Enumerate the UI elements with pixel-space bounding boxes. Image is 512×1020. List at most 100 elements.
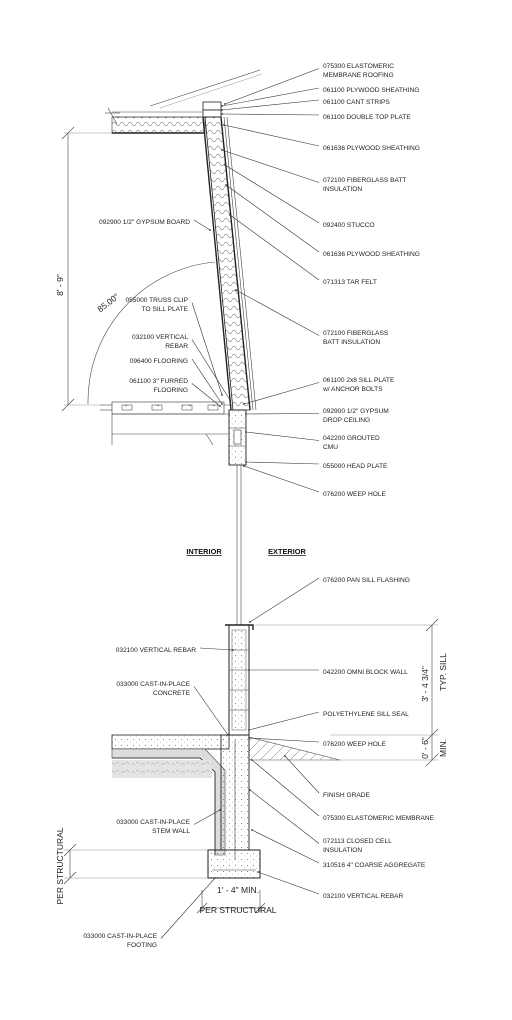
leader-line bbox=[221, 113, 320, 116]
callout-label: 092900 1/2" GYPSUM bbox=[323, 408, 389, 415]
callout-label: TO SILL PLATE bbox=[142, 306, 189, 313]
interior-heading: INTERIOR bbox=[186, 547, 222, 556]
callout-label: 072113 CLOSED CELL bbox=[323, 838, 392, 845]
callout-r8: 061636 PLYWOOD SHEATHING bbox=[225, 184, 420, 258]
leader-line bbox=[249, 577, 320, 623]
leader-arrow bbox=[224, 103, 226, 105]
leader-arrow bbox=[251, 829, 253, 831]
callout-r10: 072100 FIBERGLASS BATT INSULATION bbox=[235, 289, 389, 346]
leader-arrow bbox=[229, 399, 231, 401]
callout-r3: 061100 CANT STRIPS bbox=[221, 99, 390, 111]
callout-label: 096400 FLOORING bbox=[130, 358, 188, 365]
callout-r24: 032100 VERTICAL REBAR bbox=[257, 871, 404, 900]
callout-r2: 061100 PLYWOOD SHEATHING bbox=[221, 87, 419, 107]
leader-arrow bbox=[219, 405, 221, 407]
leader-arrow bbox=[248, 737, 250, 739]
callout-label: 072100 FIBERGLASS BATT bbox=[323, 177, 406, 184]
callout-r7: 092400 STUCCO bbox=[224, 164, 375, 229]
callout-label: 055000 TRUSS CLIP bbox=[125, 297, 188, 304]
leader-line bbox=[193, 219, 211, 231]
leader-arrow bbox=[219, 809, 221, 811]
leader-line bbox=[248, 737, 320, 743]
callout-r15: 076200 WEEP HOLE bbox=[243, 465, 387, 498]
leader-line bbox=[243, 382, 320, 405]
leader-line bbox=[191, 383, 221, 407]
wall-height-text: 8' - 9" bbox=[55, 274, 65, 296]
callout-label: w/ ANCHOR BOLTS bbox=[322, 386, 383, 393]
callout-label: 033000 CAST-IN-PLACE bbox=[116, 681, 190, 688]
leader-line bbox=[251, 829, 320, 864]
footing-width-dimension bbox=[196, 890, 266, 914]
leader-arrow bbox=[221, 113, 223, 115]
leader-line bbox=[224, 68, 320, 105]
callout-label: STEM WALL bbox=[152, 828, 190, 835]
callout-label: BATT INSULATION bbox=[323, 339, 380, 346]
callout-label: 061100 PLYWOOD SHEATHING bbox=[323, 87, 419, 94]
callout-r17: 042200 OMNI BLOCK WALL bbox=[248, 669, 408, 676]
callout-label: 042200 GROUTED bbox=[323, 435, 380, 442]
leader-arrow bbox=[221, 149, 223, 151]
per-structural-vertical-dimension bbox=[63, 843, 208, 885]
floor-assembly bbox=[100, 401, 233, 446]
callout-label: POLYETHYLENE SILL SEAL bbox=[323, 711, 409, 718]
leader-line bbox=[245, 413, 320, 415]
callout-r14: 055000 HEAD PLATE bbox=[245, 461, 388, 470]
roof-assembly bbox=[105, 69, 263, 134]
leader-line bbox=[225, 184, 320, 253]
callout-label: 076200 WEEP HOLE bbox=[323, 491, 387, 498]
callout-label: 061100 3" FURRED bbox=[129, 378, 188, 385]
typ-sill-text: TYP. SILL bbox=[438, 653, 448, 691]
window-glazing bbox=[236, 465, 242, 625]
callout-label: INSULATION bbox=[323, 847, 362, 854]
leader-line bbox=[243, 465, 320, 493]
callout-l6: 032100 VERTICAL REBAR bbox=[116, 647, 234, 654]
leader-arrow bbox=[257, 871, 259, 873]
callout-label: 042200 OMNI BLOCK WALL bbox=[323, 669, 408, 676]
leader-line bbox=[251, 759, 320, 817]
callout-label: INSULATION bbox=[323, 186, 362, 193]
callout-label: 075300 ELASTOMERIC bbox=[323, 63, 394, 70]
leader-arrow bbox=[249, 789, 251, 791]
leader-arrow bbox=[245, 461, 247, 463]
leader-arrow bbox=[245, 413, 247, 415]
leader-line bbox=[224, 164, 320, 224]
callout-label: 055000 HEAD PLATE bbox=[323, 463, 388, 470]
callout-label: 092400 STUCCO bbox=[323, 222, 375, 229]
leader-arrow bbox=[235, 289, 237, 291]
callout-r23: 310516 4" COARSE AGGREGATE bbox=[251, 829, 426, 869]
callout-label: 061100 DOUBLE TOP PLATE bbox=[323, 114, 411, 121]
leader-line bbox=[257, 871, 320, 895]
wall-height-dimension bbox=[61, 126, 112, 412]
leader-arrow bbox=[224, 164, 226, 166]
sloped-wall bbox=[202, 116, 257, 411]
omni-block-wall bbox=[225, 624, 254, 736]
leader-line bbox=[199, 647, 234, 651]
callout-label: 032100 VERTICAL REBAR bbox=[116, 647, 197, 654]
leader-arrow bbox=[243, 465, 245, 467]
sill-height-text: 3' - 4 3/4" bbox=[420, 666, 430, 702]
angle-arc bbox=[87, 261, 216, 405]
callout-label: 061636 PLYWOOD SHEATHING bbox=[323, 251, 420, 258]
per-structural-vertical-text: PER STRUCTURAL bbox=[55, 827, 65, 904]
callout-label: 061100 CANT STRIPS bbox=[323, 99, 390, 106]
callout-label: 033000 CAST-IN-PLACE bbox=[83, 933, 157, 940]
footing-width-text: 1' - 4" MIN. bbox=[217, 885, 259, 895]
callout-label: 072100 FIBERGLASS bbox=[323, 330, 389, 337]
callout-r19: 076200 WEEP HOLE bbox=[248, 737, 387, 748]
leader-arrow bbox=[223, 124, 225, 126]
callout-r4: 061100 DOUBLE TOP PLATE bbox=[221, 113, 411, 121]
leader-arrow bbox=[248, 669, 250, 671]
leader-line bbox=[245, 431, 320, 441]
leader-arrow bbox=[243, 403, 245, 405]
callout-l1: 092900 1/2" GYPSUM BOARD bbox=[99, 219, 211, 231]
callout-r9: 071313 TAR FELT bbox=[229, 214, 377, 286]
leader-arrow bbox=[251, 759, 253, 761]
leader-line bbox=[284, 755, 320, 794]
leader-arrow bbox=[227, 734, 229, 736]
callout-label: 076200 WEEP HOLE bbox=[323, 741, 387, 748]
leader-arrow bbox=[249, 621, 251, 623]
